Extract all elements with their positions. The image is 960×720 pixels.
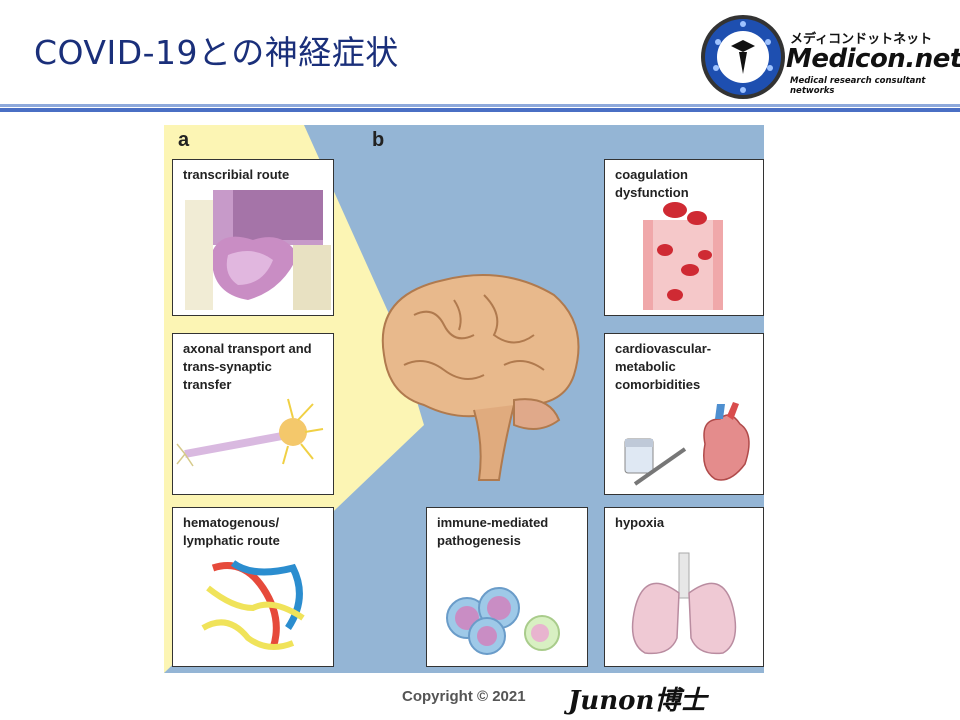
nasal-cavity-illustration <box>185 190 331 310</box>
panel-axonal-transport: axonal transport and trans-synaptic tran… <box>172 333 334 495</box>
panel-transcribial-route: transcribial route <box>172 159 334 316</box>
panel-axonal-label: axonal transport and trans-synaptic tran… <box>183 341 312 392</box>
logo-jp-name: メディコンドットネット <box>790 32 933 47</box>
panel-hematogenous-label: hematogenous/ lymphatic route <box>183 515 280 548</box>
brain-illustration <box>381 274 580 481</box>
header-divider-light <box>0 104 960 107</box>
panel-immune-label: immune-mediated pathogenesis <box>437 515 549 548</box>
panel-coagulation-dysfunction: coagulation dysfunction <box>604 159 764 316</box>
logo-tagline: Medical research consultant networks <box>790 76 926 96</box>
lymph-vessel-illustration <box>201 560 305 650</box>
panel-cardiovascular-metabolic: cardiovascular- metabolic comorbidities <box>604 333 764 495</box>
neuron-illustration <box>176 398 324 467</box>
lungs-illustration <box>631 552 737 655</box>
panel-coagulation-label: coagulation dysfunction <box>615 167 689 200</box>
panel-immune-mediated: immune-mediated pathogenesis <box>426 507 588 667</box>
logo-name: Medicon.net <box>786 44 960 74</box>
neuro-figure: a b transcribial route axonal transport … <box>164 125 764 673</box>
immune-cells-illustration <box>446 587 560 655</box>
logo-badge-icon <box>701 15 785 99</box>
section-b-label: b <box>372 129 385 151</box>
heart-syringe-illustration <box>624 402 750 486</box>
copyright-text: Copyright © 2021 <box>402 688 526 705</box>
panel-transcribial-label: transcribial route <box>183 167 290 182</box>
panel-hematogenous-route: hematogenous/ lymphatic route <box>172 507 334 667</box>
panel-hypoxia-label: hypoxia <box>615 515 665 530</box>
page-title: COVID-19との神経症状 <box>34 33 399 72</box>
blood-vessel-illustration <box>643 202 723 310</box>
section-a-label: a <box>178 129 190 151</box>
panel-cardiovascular-label: cardiovascular- metabolic comorbidities <box>615 341 712 392</box>
panel-hypoxia: hypoxia <box>604 507 764 667</box>
header-divider-dark <box>0 108 960 112</box>
signature-text: Junon博士 <box>568 686 707 716</box>
